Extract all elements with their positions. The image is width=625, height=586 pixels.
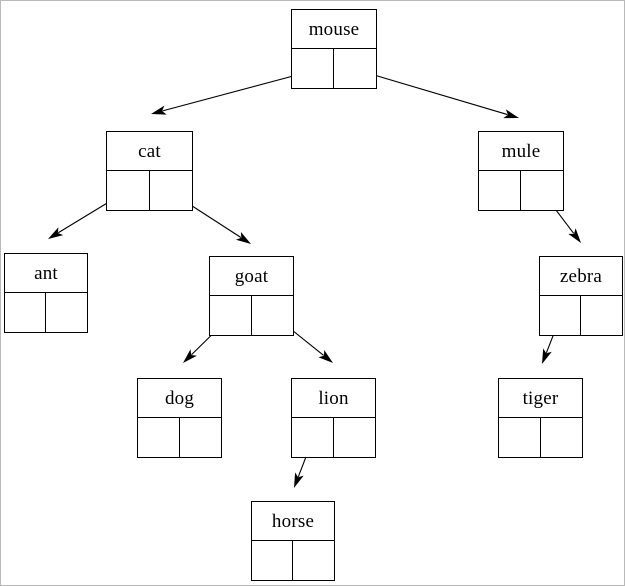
- node-label-mule: mule: [479, 132, 563, 171]
- node-right-pointer-zebra[interactable]: [581, 296, 622, 335]
- node-pointer-slots-horse: [252, 541, 334, 580]
- node-left-pointer-zebra[interactable]: [540, 296, 581, 335]
- node-right-pointer-cat[interactable]: [150, 171, 193, 210]
- node-label-dog: dog: [138, 379, 221, 418]
- node-left-pointer-goat[interactable]: [210, 296, 252, 335]
- node-left-pointer-horse[interactable]: [252, 541, 293, 580]
- node-label-mouse: mouse: [292, 10, 376, 49]
- node-label-goat: goat: [210, 257, 293, 296]
- edge-mouse-to-cat: [151, 70, 313, 115]
- node-right-pointer-dog[interactable]: [180, 418, 222, 457]
- node-right-pointer-ant[interactable]: [46, 293, 87, 332]
- node-pointer-slots-cat: [107, 171, 192, 210]
- node-pointer-slots-mouse: [292, 49, 376, 88]
- node-left-pointer-cat[interactable]: [107, 171, 150, 210]
- node-pointer-slots-mule: [479, 171, 563, 210]
- node-left-pointer-dog[interactable]: [138, 418, 180, 457]
- node-right-pointer-goat[interactable]: [252, 296, 294, 335]
- node-label-ant: ant: [5, 254, 87, 293]
- node-left-pointer-mouse[interactable]: [292, 49, 334, 88]
- node-left-pointer-ant[interactable]: [5, 293, 46, 332]
- node-pointer-slots-ant: [5, 293, 87, 332]
- node-right-pointer-tiger[interactable]: [541, 418, 583, 457]
- node-pointer-slots-goat: [210, 296, 293, 335]
- node-pointer-slots-dog: [138, 418, 221, 457]
- tree-node-tiger[interactable]: tiger: [498, 378, 583, 458]
- tree-node-mule[interactable]: mule: [478, 131, 564, 211]
- node-pointer-slots-lion: [292, 418, 375, 457]
- tree-node-goat[interactable]: goat: [209, 256, 294, 336]
- node-left-pointer-lion[interactable]: [292, 418, 334, 457]
- node-left-pointer-mule[interactable]: [479, 171, 521, 210]
- node-left-pointer-tiger[interactable]: [499, 418, 541, 457]
- node-right-pointer-horse[interactable]: [293, 541, 334, 580]
- edge-mouse-to-mule: [353, 68, 519, 119]
- node-right-pointer-mouse[interactable]: [334, 49, 376, 88]
- tree-node-cat[interactable]: cat: [106, 131, 193, 211]
- node-label-tiger: tiger: [499, 379, 582, 418]
- node-pointer-slots-tiger: [499, 418, 582, 457]
- tree-node-ant[interactable]: ant: [4, 253, 88, 333]
- tree-node-horse[interactable]: horse: [251, 501, 335, 581]
- node-label-cat: cat: [107, 132, 192, 171]
- node-right-pointer-lion[interactable]: [334, 418, 376, 457]
- tree-node-mouse[interactable]: mouse: [291, 9, 377, 89]
- node-label-zebra: zebra: [540, 257, 622, 296]
- node-label-horse: horse: [252, 502, 334, 541]
- tree-node-lion[interactable]: lion: [291, 378, 376, 458]
- node-pointer-slots-zebra: [540, 296, 622, 335]
- node-right-pointer-mule[interactable]: [521, 171, 563, 210]
- tree-node-zebra[interactable]: zebra: [539, 256, 623, 336]
- node-label-lion: lion: [292, 379, 375, 418]
- tree-node-dog[interactable]: dog: [137, 378, 222, 458]
